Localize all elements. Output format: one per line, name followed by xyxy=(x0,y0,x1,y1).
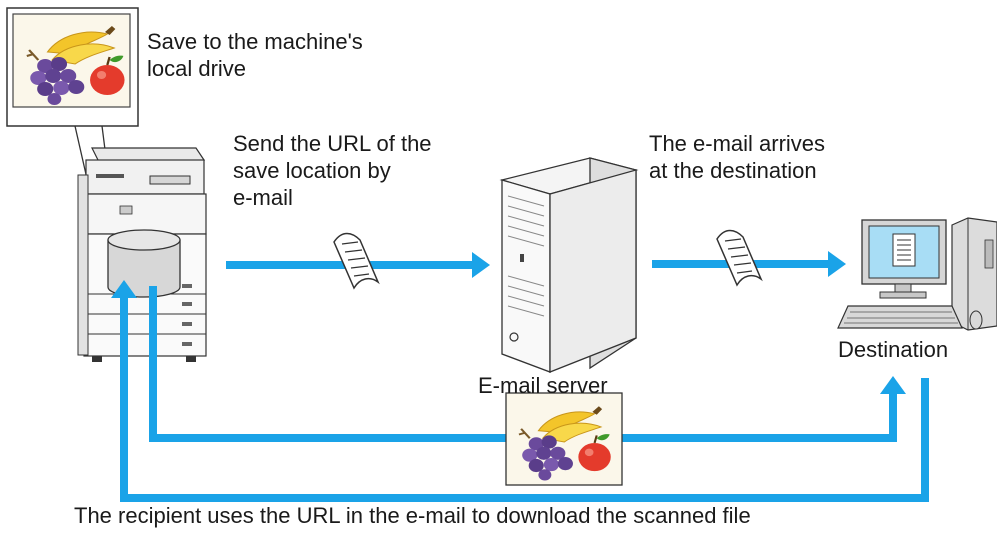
recipient-download-label: The recipient uses the URL in the e-mail… xyxy=(74,503,751,528)
fruit-image-icon xyxy=(6,7,139,127)
destination-computer-icon xyxy=(837,217,997,331)
destination-label: Destination xyxy=(838,337,949,362)
arrow-download-outer xyxy=(111,280,929,502)
send-url-label: Send the URL of the save location by e-m… xyxy=(233,131,432,210)
email-document-icon xyxy=(333,232,379,289)
save-local-label: Save to the machine's local drive xyxy=(147,29,363,81)
email-server-label: E-mail server xyxy=(478,373,608,398)
email-document-icon xyxy=(716,229,762,286)
email-server-icon xyxy=(499,157,639,373)
email-arrives-label: The e-mail arrives at the destination xyxy=(649,131,826,183)
local-drive-icon xyxy=(107,229,181,298)
fruit-image-icon xyxy=(505,392,623,486)
